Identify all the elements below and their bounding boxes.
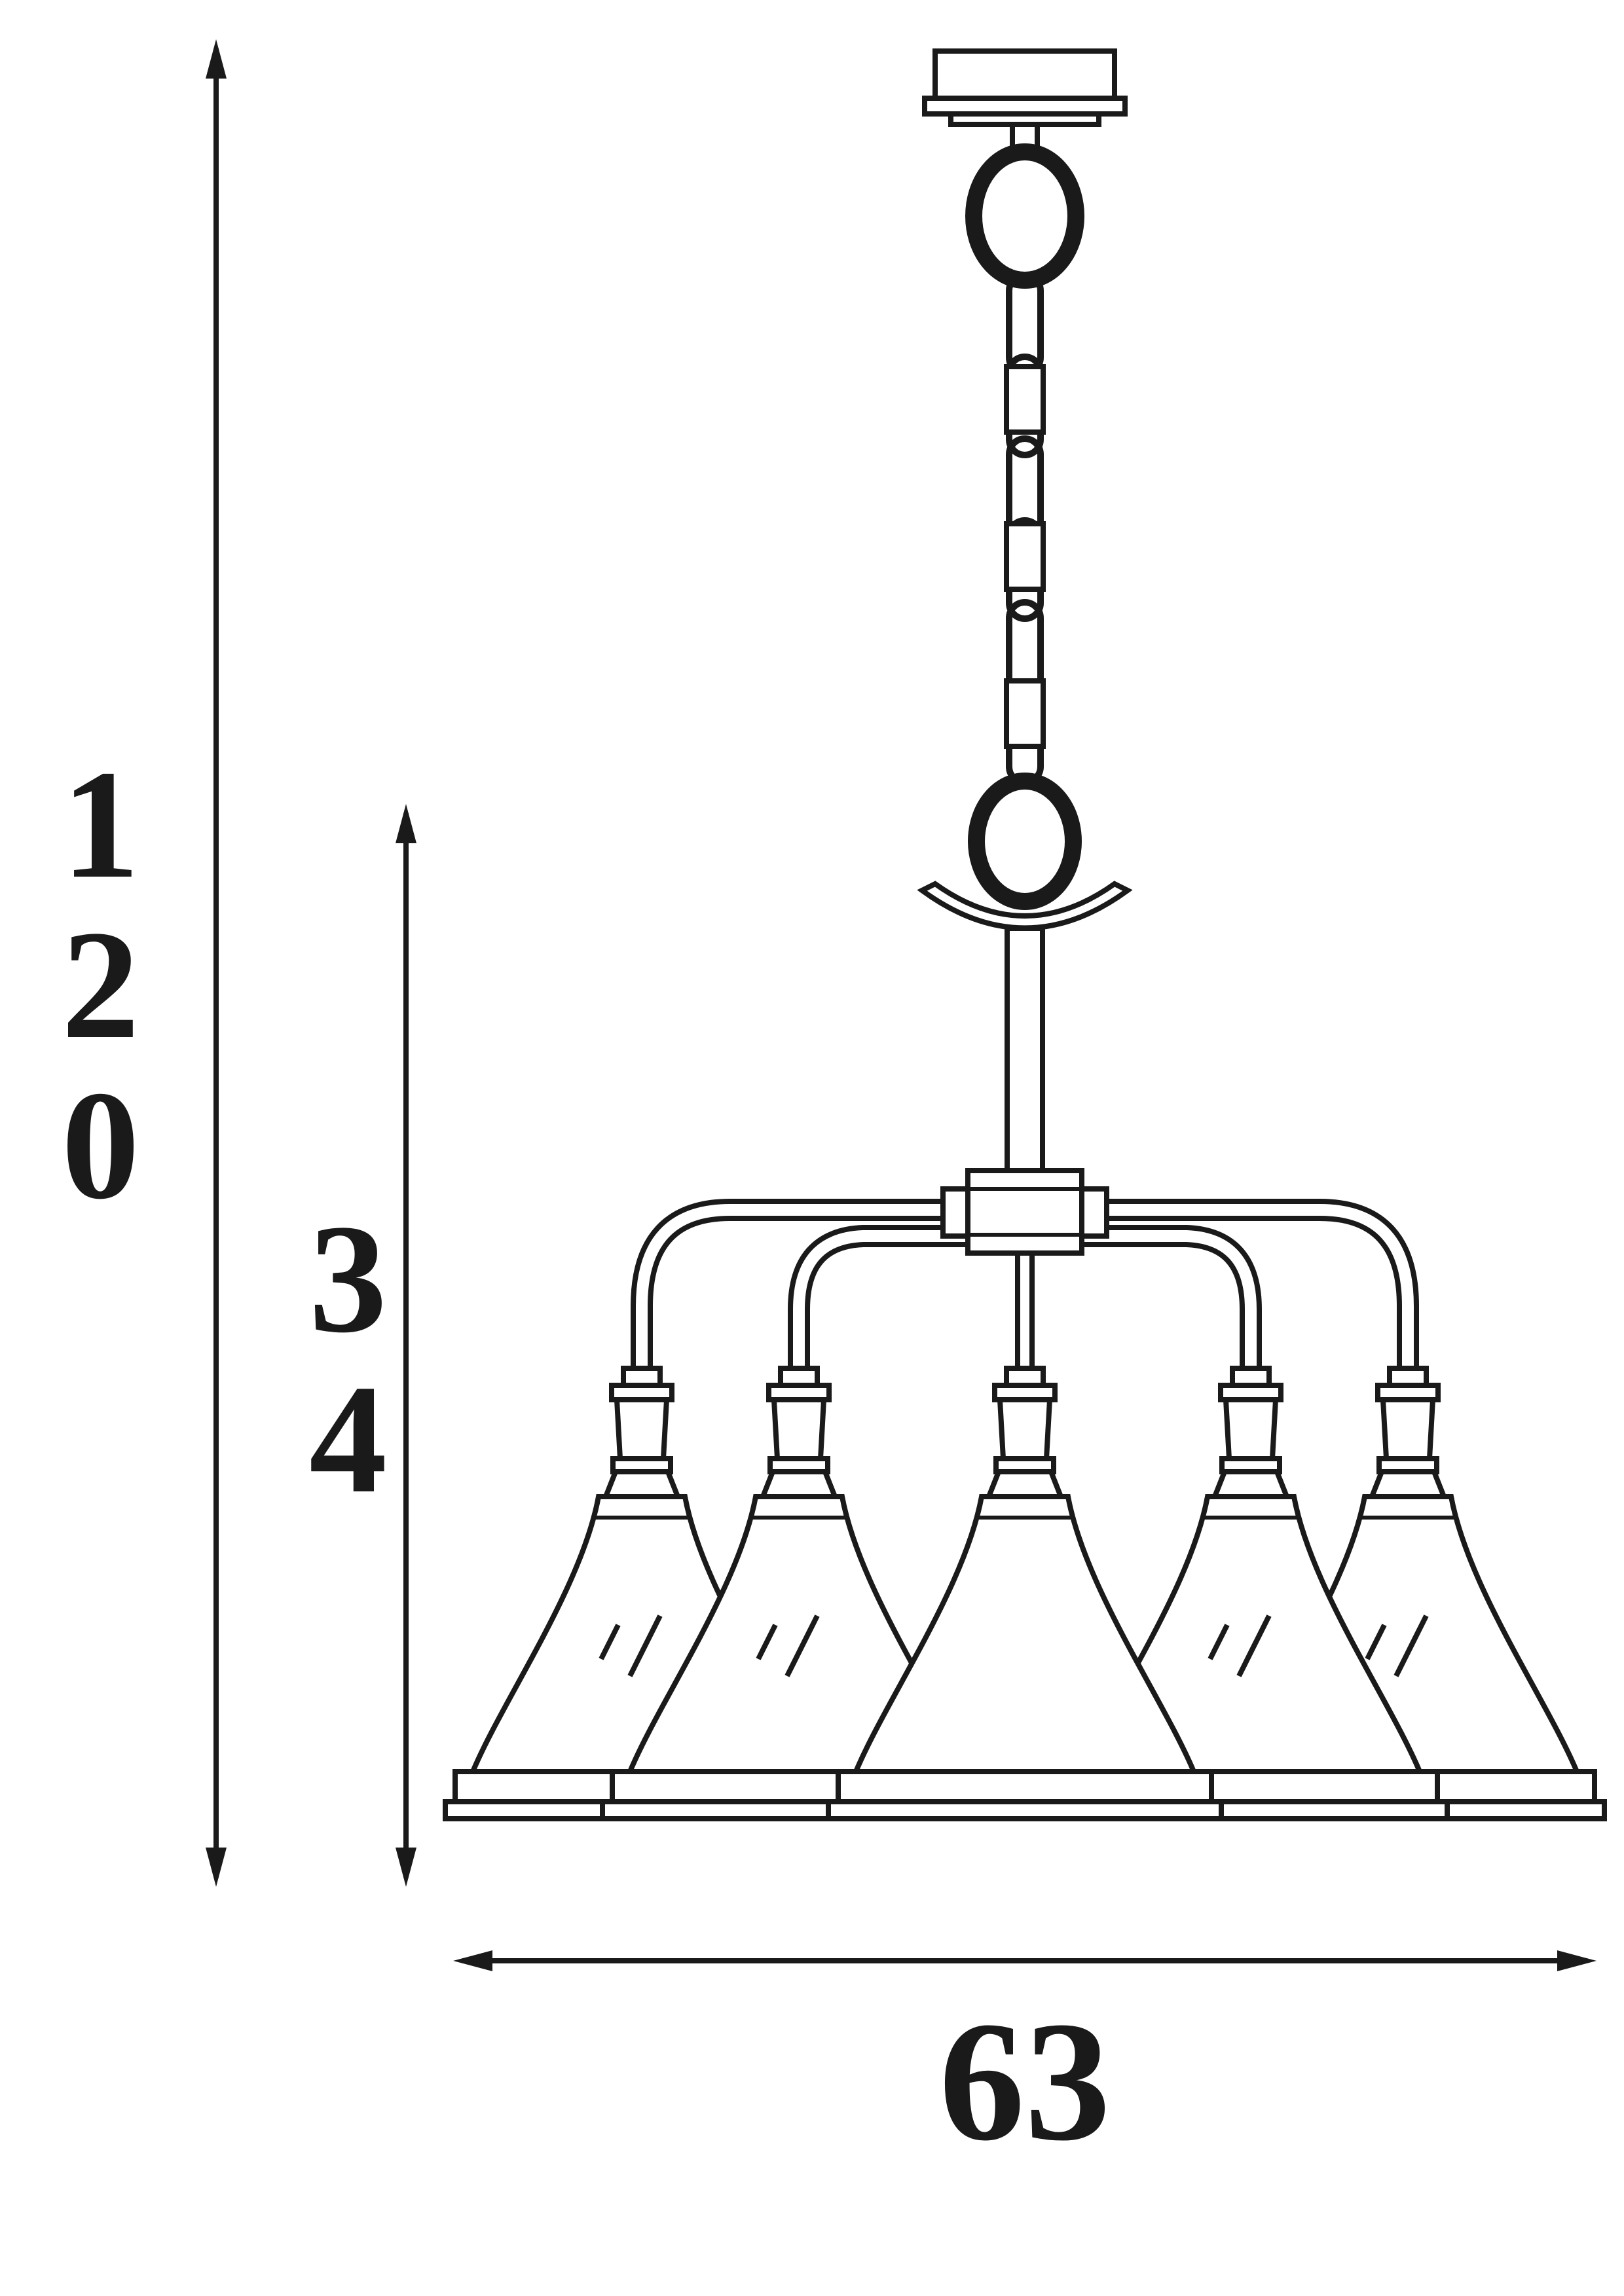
fixture-height-dimension-label: 34 <box>262 1193 434 1514</box>
dimension-overall-height-arrow <box>206 39 227 1887</box>
lamp-center <box>828 1368 1221 1819</box>
arm-hub <box>940 1168 1109 1256</box>
glass-shine-marks <box>599 1614 1429 1677</box>
overall-height-dimension-label: 120 <box>14 738 187 1220</box>
bobeche-cup <box>917 881 1133 931</box>
dimension-fixture-height-arrow <box>396 804 416 1887</box>
lower-hanging-loop <box>968 773 1082 910</box>
ceiling-canopy <box>922 48 1128 152</box>
center-column <box>1005 926 1045 1175</box>
chain <box>1004 272 1046 786</box>
dimension-width-arrow <box>453 1950 1596 1971</box>
upper-hanging-loop <box>965 143 1084 289</box>
width-dimension-label: 63 <box>939 1986 1111 2176</box>
arms <box>631 1199 1419 1372</box>
